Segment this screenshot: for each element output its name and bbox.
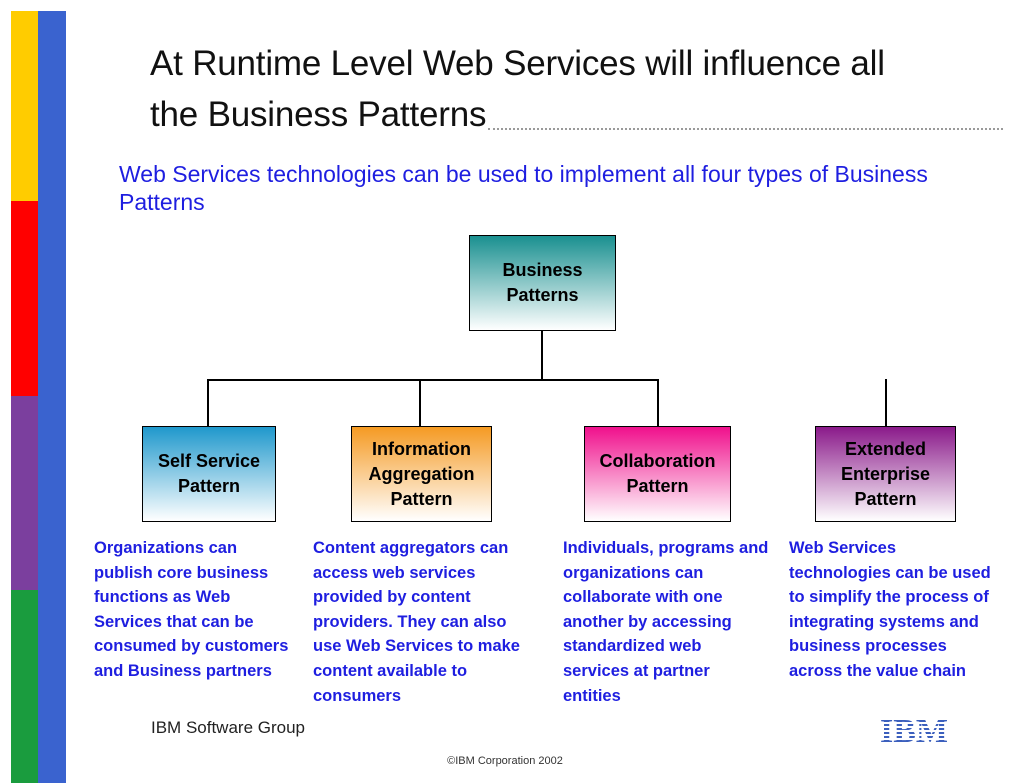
color-band-green — [11, 590, 38, 783]
extended-enterprise-pattern-box: Extended Enterprise Pattern — [815, 426, 956, 522]
connector-collaboration — [657, 379, 659, 426]
color-band-purple — [11, 396, 38, 590]
color-band-yellow — [11, 11, 38, 201]
business-patterns-box: Business Patterns — [469, 235, 616, 331]
color-band-blue — [38, 11, 66, 783]
information-aggregation-description: Content aggregators can access web servi… — [313, 539, 520, 705]
business-patterns-label-line-1: Business — [502, 260, 583, 280]
connector-information-aggregation — [419, 379, 421, 426]
slide-title-line-2: the Business Patterns — [150, 95, 487, 134]
ibm-logo-text: IBM — [880, 713, 948, 748]
ibm-logo-graphic: IBM — [880, 713, 948, 750]
extended-enterprise-label-line-1: Extended — [844, 438, 926, 459]
connector-extended-enterprise — [885, 379, 887, 426]
footer-ibm-software-group: IBM Software Group — [151, 718, 306, 737]
ibm-logo: IBM — [878, 712, 950, 753]
title-dotted-rule — [488, 128, 1003, 130]
self-service-pattern-box: Self Service Pattern — [142, 426, 276, 522]
information-aggregation-label-line-3: Pattern — [390, 488, 453, 509]
information-aggregation-label-line-2: Aggregation — [368, 463, 475, 484]
connector-root-down — [541, 331, 543, 380]
connector-horizontal — [207, 379, 658, 381]
color-band-red — [11, 201, 38, 396]
collaboration-description: Individuals, programs and organizations … — [563, 539, 769, 705]
self-service-label-line-2: Pattern — [177, 476, 240, 496]
slide-title-line-1: At Runtime Level Web Services will influ… — [150, 44, 885, 83]
collaboration-label-line-1: Collaboration — [599, 451, 716, 471]
collaboration-label-line-2: Pattern — [626, 476, 689, 496]
self-service-description: Organizations can publish core business … — [94, 539, 289, 680]
collaboration-pattern-box: Collaboration Pattern — [584, 426, 731, 522]
information-aggregation-pattern-box: Information Aggregation Pattern — [351, 426, 492, 522]
slide-title: At Runtime Level Web Services will influ… — [150, 38, 930, 140]
extended-enterprise-description: Web Services technologies can be used to… — [789, 539, 991, 680]
business-patterns-label-line-2: Patterns — [506, 285, 579, 305]
information-aggregation-label-line-1: Information — [372, 438, 471, 459]
extended-enterprise-label-line-3: Pattern — [854, 488, 917, 509]
extended-enterprise-label-line-2: Enterprise — [840, 463, 931, 484]
self-service-label-line-1: Self Service — [157, 451, 261, 471]
slide-subtitle: Web Services technologies can be used to… — [119, 161, 928, 215]
copyright-notice: ©IBM Corporation 2002 — [447, 755, 563, 767]
connector-self-service — [207, 379, 209, 426]
